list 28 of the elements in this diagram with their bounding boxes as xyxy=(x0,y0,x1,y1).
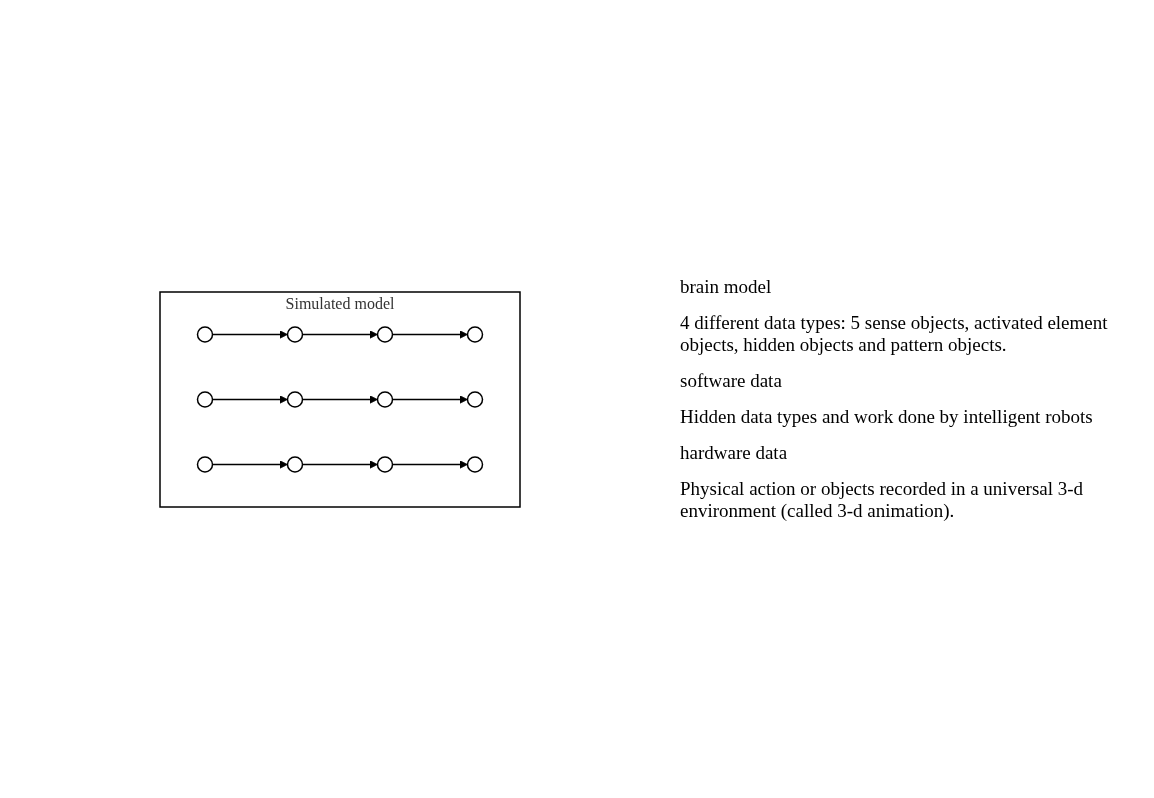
note-text: software data xyxy=(680,370,783,392)
node-circle xyxy=(286,390,304,408)
node-circle xyxy=(196,325,214,343)
arrow xyxy=(301,394,378,404)
node-circle xyxy=(376,325,394,343)
note-text: hardware data xyxy=(680,442,789,464)
arrow xyxy=(301,329,378,339)
node-circle xyxy=(286,455,304,473)
arrow xyxy=(391,394,468,404)
node-circle xyxy=(196,390,214,408)
note-text: Physical action or objects recorded in a universal 3-d environment (called 3-d animation). xyxy=(680,478,1085,522)
arrow xyxy=(211,394,288,404)
node-circle xyxy=(196,455,214,473)
arrow xyxy=(211,329,288,339)
arrow xyxy=(211,459,288,469)
cluster: Simulated model xyxy=(159,290,521,508)
node-circle xyxy=(466,390,484,408)
note-text: brain model xyxy=(680,276,773,298)
node-circle xyxy=(466,325,484,343)
arrow xyxy=(391,329,468,339)
note-text: Hidden data types and work done by intelligent robots xyxy=(680,406,1094,428)
arrow xyxy=(391,459,468,469)
node-circle xyxy=(466,455,484,473)
node-circle xyxy=(286,325,304,343)
node-circle xyxy=(376,455,394,473)
arrow xyxy=(301,459,378,469)
note-text: 4 different data types: 5 sense objects, activated element objects, hidden objects and pattern objects. xyxy=(680,312,1109,356)
node-circle xyxy=(376,390,394,408)
